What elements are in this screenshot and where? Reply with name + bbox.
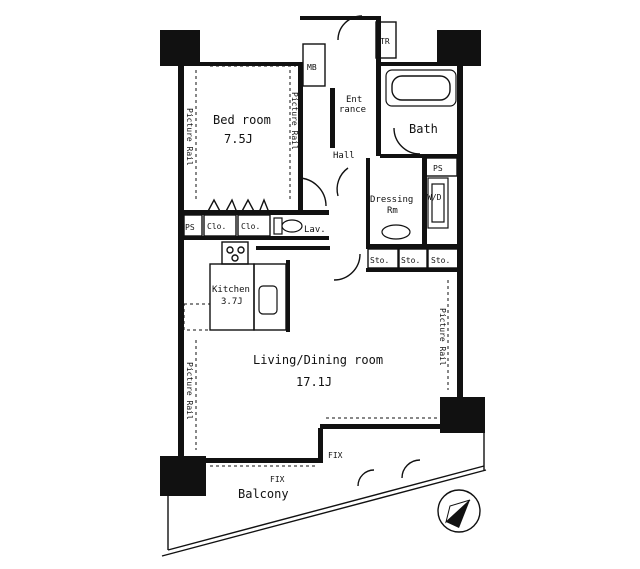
- toilet-tank: [273, 217, 283, 235]
- dressing-label-2: Rm: [387, 206, 398, 216]
- labels: Bed room 7.5J Bath Ent rance Hall Dressi…: [185, 37, 450, 501]
- details: [161, 15, 487, 557]
- door-swing-living: [333, 253, 361, 281]
- north-arrow-icon: [437, 489, 481, 533]
- kitchen-size: 3.7J: [221, 297, 243, 307]
- burner-2: [237, 246, 245, 254]
- picture-rail-label-bedroom-left: Picture Rail: [185, 108, 194, 166]
- wall-bedroom-right: [298, 62, 303, 212]
- wall-bath-left: [376, 16, 381, 156]
- wall-kitchen-right: [286, 260, 290, 332]
- wall-right: [457, 64, 463, 399]
- kitchen-counter-right: [253, 263, 287, 331]
- bathtub: [385, 69, 457, 107]
- door-swing-bath: [393, 127, 421, 155]
- bedroom-size: 7.5J: [224, 132, 253, 146]
- closet-1: [203, 214, 237, 237]
- living-name: Living/Dining room: [253, 353, 383, 367]
- fridge-space: [183, 303, 211, 331]
- wall-hall-left: [330, 88, 335, 148]
- wall-dressing-bottom: [366, 244, 462, 249]
- tr-label: TR: [380, 37, 390, 46]
- closet-doors-1: [205, 198, 239, 216]
- wall-entrance-top: [300, 16, 380, 20]
- mb-box: [302, 43, 326, 87]
- wall-kitchen-top: [256, 246, 330, 250]
- kitchen-sink: [258, 285, 278, 315]
- wall-dressing-right: [422, 158, 427, 248]
- door-swing-balcony: [401, 459, 421, 479]
- hall-label: Hall: [333, 151, 355, 161]
- kitchen-name: Kitchen: [212, 285, 250, 295]
- burner-1: [226, 246, 234, 254]
- wall-left: [178, 64, 184, 458]
- bathtub-inner: [391, 75, 451, 101]
- basin: [381, 224, 411, 240]
- door-swing-balcony-2: [357, 469, 375, 487]
- fix-label-2: FIX: [270, 475, 285, 484]
- entrance-label-1: Ent: [346, 95, 362, 105]
- wall-living-bottom-left: [206, 458, 318, 463]
- door-swing-bedroom: [297, 177, 327, 207]
- picture-rail-label-bedroom-right: Picture Rail: [290, 92, 299, 150]
- pillar-top-left: [160, 30, 200, 66]
- dressing-label-1: Dressing: [370, 195, 413, 205]
- balcony-label: Balcony: [238, 487, 289, 501]
- wd-label: W/D: [427, 193, 442, 202]
- storage-3: [427, 248, 459, 269]
- closet-2-label: Clo.: [241, 222, 260, 231]
- storage-1-label: Sto.: [370, 256, 389, 265]
- picture-rail-label-living-right: Picture Rail: [438, 308, 447, 366]
- closet-doors-2: [239, 198, 271, 216]
- wall-top-bedroom: [198, 62, 298, 66]
- storage-3-label: Sto.: [431, 256, 450, 265]
- door-swing-entrance: [337, 15, 363, 41]
- storage-2-label: Sto.: [401, 256, 420, 265]
- fix-label-1: FIX: [328, 451, 343, 460]
- pillar-mid-right: [440, 397, 485, 433]
- wall-dressing-left: [366, 158, 370, 248]
- closet-1-label: Clo.: [207, 222, 226, 231]
- storage-1: [367, 248, 399, 269]
- walls: [160, 16, 485, 496]
- closet-2: [237, 214, 271, 237]
- ps-top-label: PS: [433, 164, 443, 173]
- ps-box-left: [183, 214, 203, 237]
- stove: [221, 241, 249, 265]
- wall-top-bath: [380, 62, 440, 66]
- wall-bath-bottom: [380, 154, 460, 158]
- ps-left-label: PS: [185, 223, 195, 232]
- door-swing-hall: [336, 167, 349, 197]
- ps-box-top: [424, 157, 458, 177]
- entrance-label-2: rance: [339, 105, 366, 115]
- balcony-edge-outer: [161, 469, 487, 557]
- bath-label: Bath: [409, 122, 438, 136]
- picture-rail-label-living-left: Picture Rail: [185, 362, 194, 420]
- storage-2: [398, 248, 428, 269]
- wall-storage-bottom: [366, 268, 462, 272]
- lavatory-label: Lav.: [304, 225, 326, 235]
- living-size: 17.1J: [296, 375, 332, 389]
- washer: [431, 183, 445, 223]
- wall-living-bottom-right: [320, 424, 442, 429]
- balcony-edge: [167, 465, 485, 551]
- pillar-bottom-left: [160, 456, 206, 496]
- tr-box: [375, 21, 397, 59]
- toilet-bowl: [281, 219, 303, 233]
- bedroom-name: Bed room: [213, 113, 271, 127]
- pillar-top-right: [437, 30, 481, 66]
- wall-step: [318, 428, 323, 463]
- mb-label: MB: [307, 63, 317, 72]
- burner-3: [231, 254, 239, 262]
- wall-bedroom-bottom: [184, 210, 329, 215]
- wall-left-lower: [178, 448, 184, 460]
- wall-closet-bottom: [184, 236, 329, 240]
